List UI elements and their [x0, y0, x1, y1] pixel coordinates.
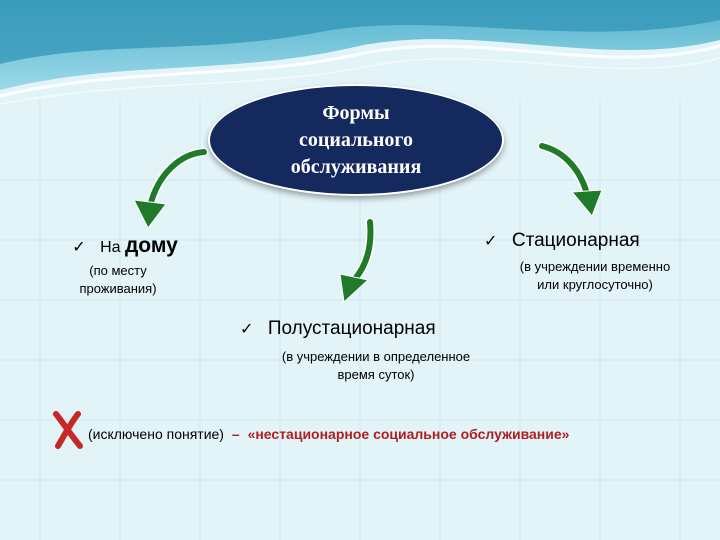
- item-stationary: ✓ Стационарная (в учреждении временно ил…: [480, 230, 710, 294]
- ellipse-title: Формы социального обслуживания: [290, 101, 422, 178]
- item-home: ✓ На дому (по месту проживания): [30, 234, 220, 298]
- arrow-icon-left: [133, 147, 209, 229]
- item-stationary-label: Стационарная: [511, 230, 640, 251]
- item-home-prefix: На: [100, 239, 121, 256]
- check-icon: ✓: [484, 231, 498, 250]
- excluded-note: (исключено понятие) – «нестационарное со…: [88, 426, 569, 442]
- note-dash: –: [231, 426, 240, 442]
- item-semistationary-sub: (в учреждении в определенное время суток…: [281, 349, 471, 382]
- check-icon: ✓: [72, 237, 86, 256]
- item-home-label: дому: [124, 234, 178, 257]
- arrow-icon-center: [339, 218, 375, 304]
- note-plain: (исключено понятие): [88, 426, 224, 442]
- forms-ellipse: Формы социального обслуживания: [208, 84, 504, 196]
- item-stationary-sub: (в учреждении временно или круглосуточно…: [519, 259, 671, 292]
- cross-icon: [53, 411, 83, 449]
- item-home-sub: (по месту проживания): [79, 263, 157, 296]
- item-semistationary-label: Полустационарная: [267, 318, 436, 339]
- arrow-icon-right: [537, 141, 603, 217]
- note-emphasis: «нестационарное социальное обслуживание»: [247, 426, 570, 442]
- item-semistationary: ✓ Полустационарная (в учреждении в опред…: [236, 318, 516, 384]
- check-icon: ✓: [240, 319, 254, 338]
